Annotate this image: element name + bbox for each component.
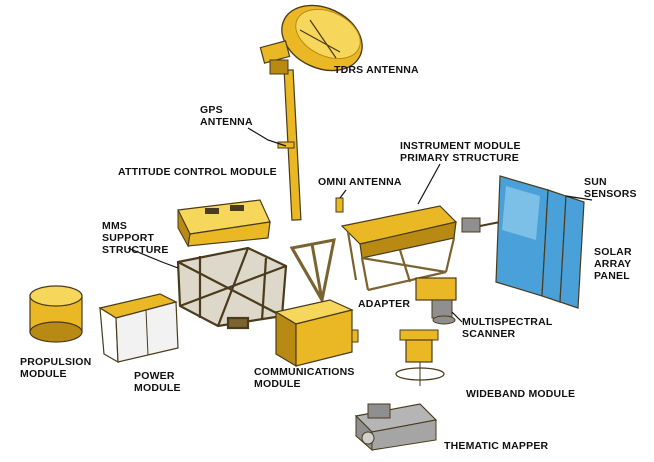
label-communications-module: COMMUNICATIONS MODULE [254,366,355,390]
instrument-module-primary-structure [340,205,501,292]
label-thematic-mapper: THEMATIC MAPPER [444,440,549,452]
label-sun-sensors: SUN SENSORS [584,176,637,200]
mms-support-structure [176,246,288,330]
wideband-module [395,329,445,386]
label-power-module: POWER MODULE [134,370,181,394]
power-module [98,293,179,364]
label-wideband-module: WIDEBAND MODULE [466,388,576,400]
omni-antenna [335,197,344,213]
label-propulsion-module: PROPULSION MODULE [20,356,92,380]
thematic-mapper [354,403,438,452]
label-tdrs-antenna: TDRS ANTENNA [334,64,419,76]
tdrs-antenna [259,4,363,221]
label-attitude-control-module: ATTITUDE CONTROL MODULE [118,166,277,178]
communications-module [274,299,359,368]
attitude-control-module [177,199,271,248]
label-instrument-module-primary-structure: INSTRUMENT MODULE PRIMARY STRUCTURE [400,140,521,164]
label-adapter: ADAPTER [358,298,411,310]
propulsion-module [29,285,83,343]
solar-array-panel [495,175,585,309]
adapter [289,238,336,305]
label-multispectral-scanner: MULTISPECTRAL SCANNER [462,316,553,340]
label-omni-antenna: OMNI ANTENNA [318,176,402,188]
label-solar-array-panel: SOLAR ARRAY PANEL [594,246,632,282]
multispectral-scanner [415,277,457,325]
label-mms-support-structure: MMS SUPPORT STRUCTURE [102,220,169,256]
label-gps-antenna: GPS ANTENNA [200,104,253,128]
leader-lines [127,127,593,323]
